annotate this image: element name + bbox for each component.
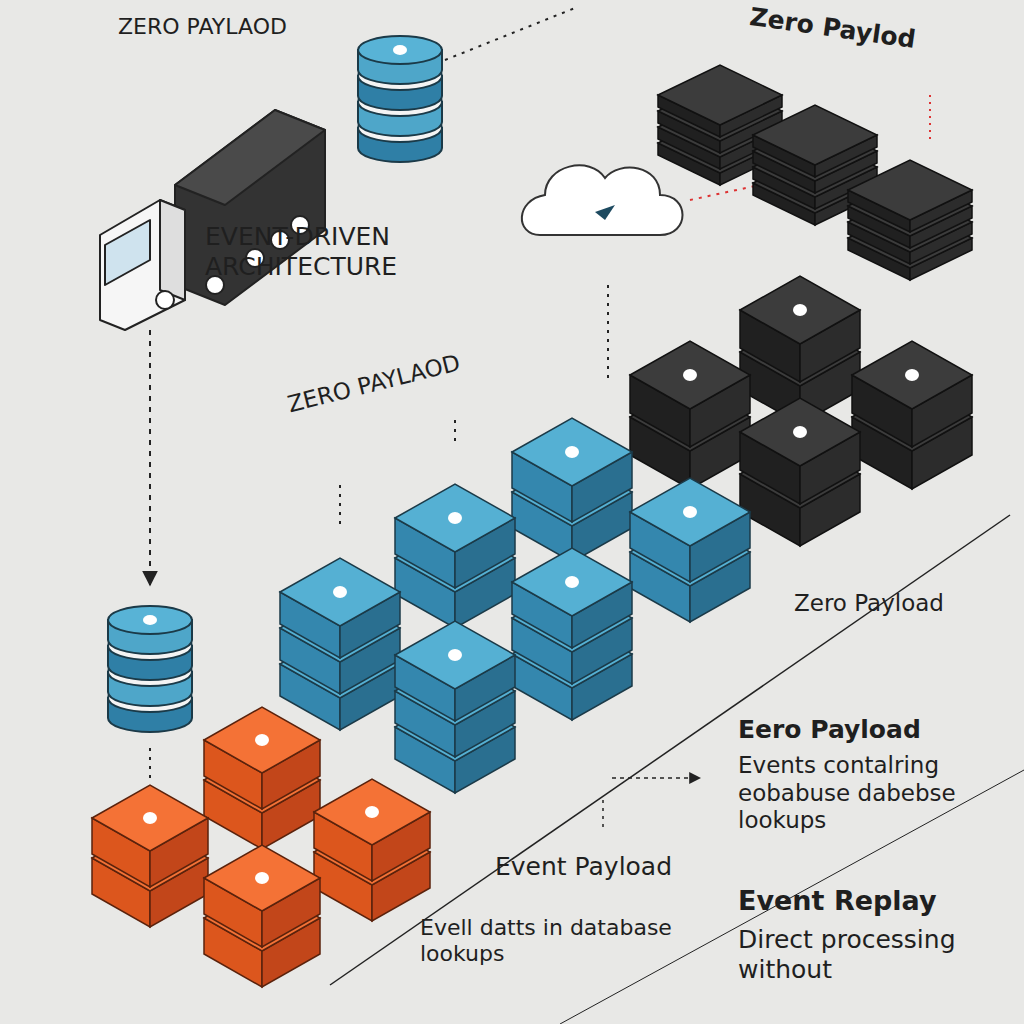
block-stack (848, 160, 972, 280)
heading-label: ZERO PAYLAOD (285, 329, 544, 419)
heading-label: ZERO PAYLAOD (118, 14, 378, 40)
block-stack (280, 558, 400, 730)
block-stack (395, 621, 515, 793)
block-stack (204, 707, 320, 849)
section-body: Events contalring eobabuse dabebse looku… (738, 752, 1018, 835)
block-stack (740, 398, 860, 546)
database-cylinder (358, 36, 442, 162)
block-stack (314, 779, 430, 921)
block-stack (630, 341, 750, 489)
cloud (522, 165, 683, 235)
database-cylinder (108, 606, 192, 732)
block-stack (852, 341, 972, 489)
block-stack (512, 548, 632, 720)
truck (100, 110, 325, 330)
section-body: Direct processing without (738, 925, 1018, 985)
block-stack (630, 478, 750, 622)
section-body: Evell datts in database lookups (420, 915, 700, 968)
block-stack (395, 484, 515, 628)
section-label: Zero Payload (794, 590, 1018, 618)
heading-label: Zero Paylod (748, 2, 1010, 68)
block-stack (204, 845, 320, 987)
section-heading: Eero Payload (738, 715, 1018, 745)
block-stack (512, 418, 632, 562)
title-label: EVENT-DRIVEN ARCHITECTURE (205, 222, 465, 282)
guide-lines (150, 8, 1024, 1024)
block-stacks (92, 65, 972, 987)
block-stack (92, 785, 208, 927)
section-heading: Event Replay (738, 885, 1018, 917)
section-heading: Event Payload (495, 852, 735, 882)
